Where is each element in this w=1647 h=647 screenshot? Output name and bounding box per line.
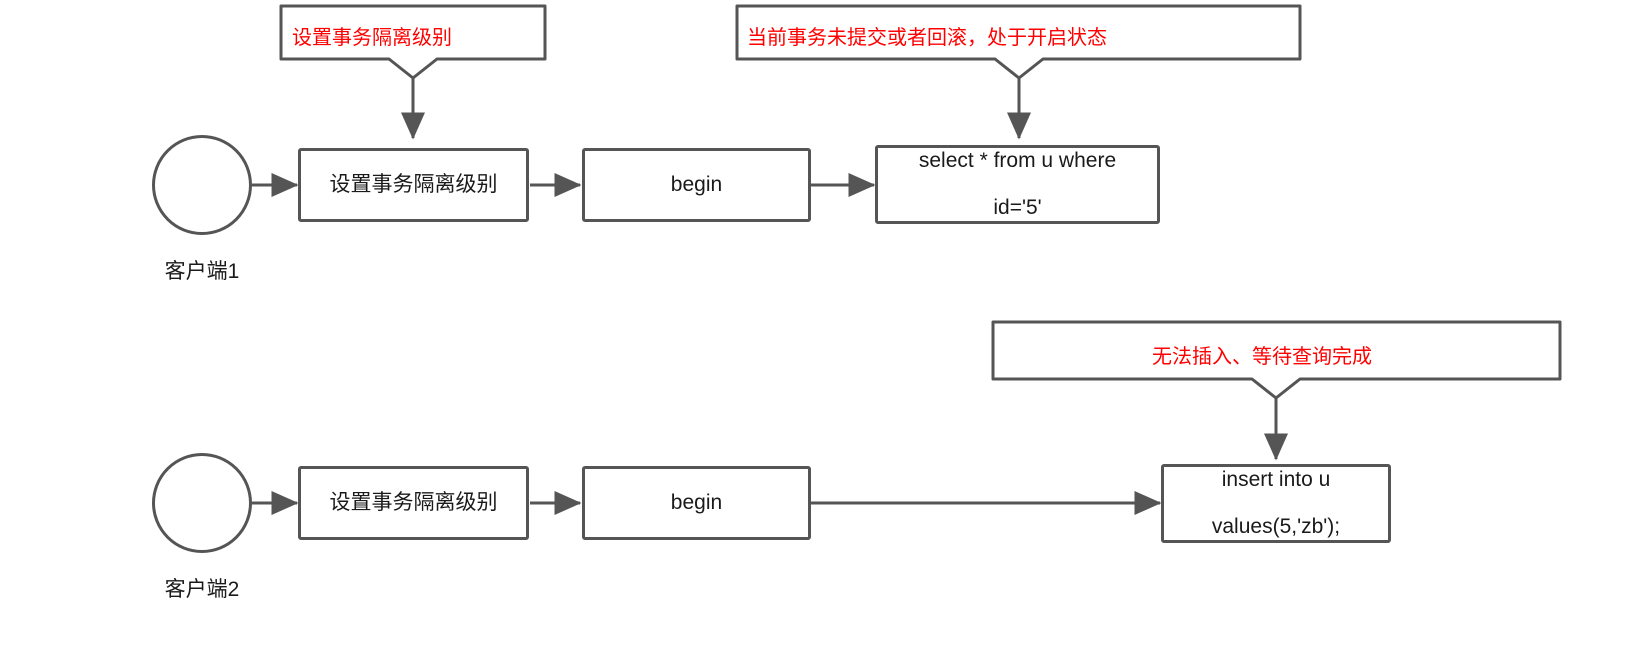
annotation-label-tx-open: 当前事务未提交或者回滚，处于开启状态 [747,27,1107,49]
actor-circle-client2[interactable] [152,453,252,553]
node-c2-begin[interactable]: begin [582,466,811,540]
annotation-label-set-level: 设置事务隔离级别 [292,27,452,49]
callout-shape-insert-blocked [991,320,1562,400]
node-text-line: values(5,'zb'); [1211,514,1341,538]
actor-label-client2: 客户端2 [164,578,240,601]
node-c1-select-statement[interactable]: select * from u where id='5' [875,145,1160,224]
node-text-line: select * from u where [918,149,1117,173]
node-c2-set-isolation-level[interactable]: 设置事务隔离级别 [298,466,529,540]
node-text-line: 设置事务隔离级别 [329,172,498,196]
node-text-line: begin [670,172,723,196]
node-c1-set-isolation-level[interactable]: 设置事务隔离级别 [298,148,529,222]
node-text-line: id='5' [993,195,1042,219]
annotation-label-insert-blocked: 无法插入、等待查询完成 [1152,346,1372,368]
node-c2-insert-statement[interactable]: insert into u values(5,'zb'); [1161,464,1391,543]
callout-shape-set-level [279,4,547,80]
node-text-line: 设置事务隔离级别 [329,490,498,514]
node-text-line: begin [670,490,723,514]
node-c1-begin[interactable]: begin [582,148,811,222]
actor-label-client1: 客户端1 [164,260,240,283]
node-text-line: insert into u [1221,468,1331,492]
actor-circle-client1[interactable] [152,135,252,235]
callout-shape-tx-open [735,4,1302,80]
